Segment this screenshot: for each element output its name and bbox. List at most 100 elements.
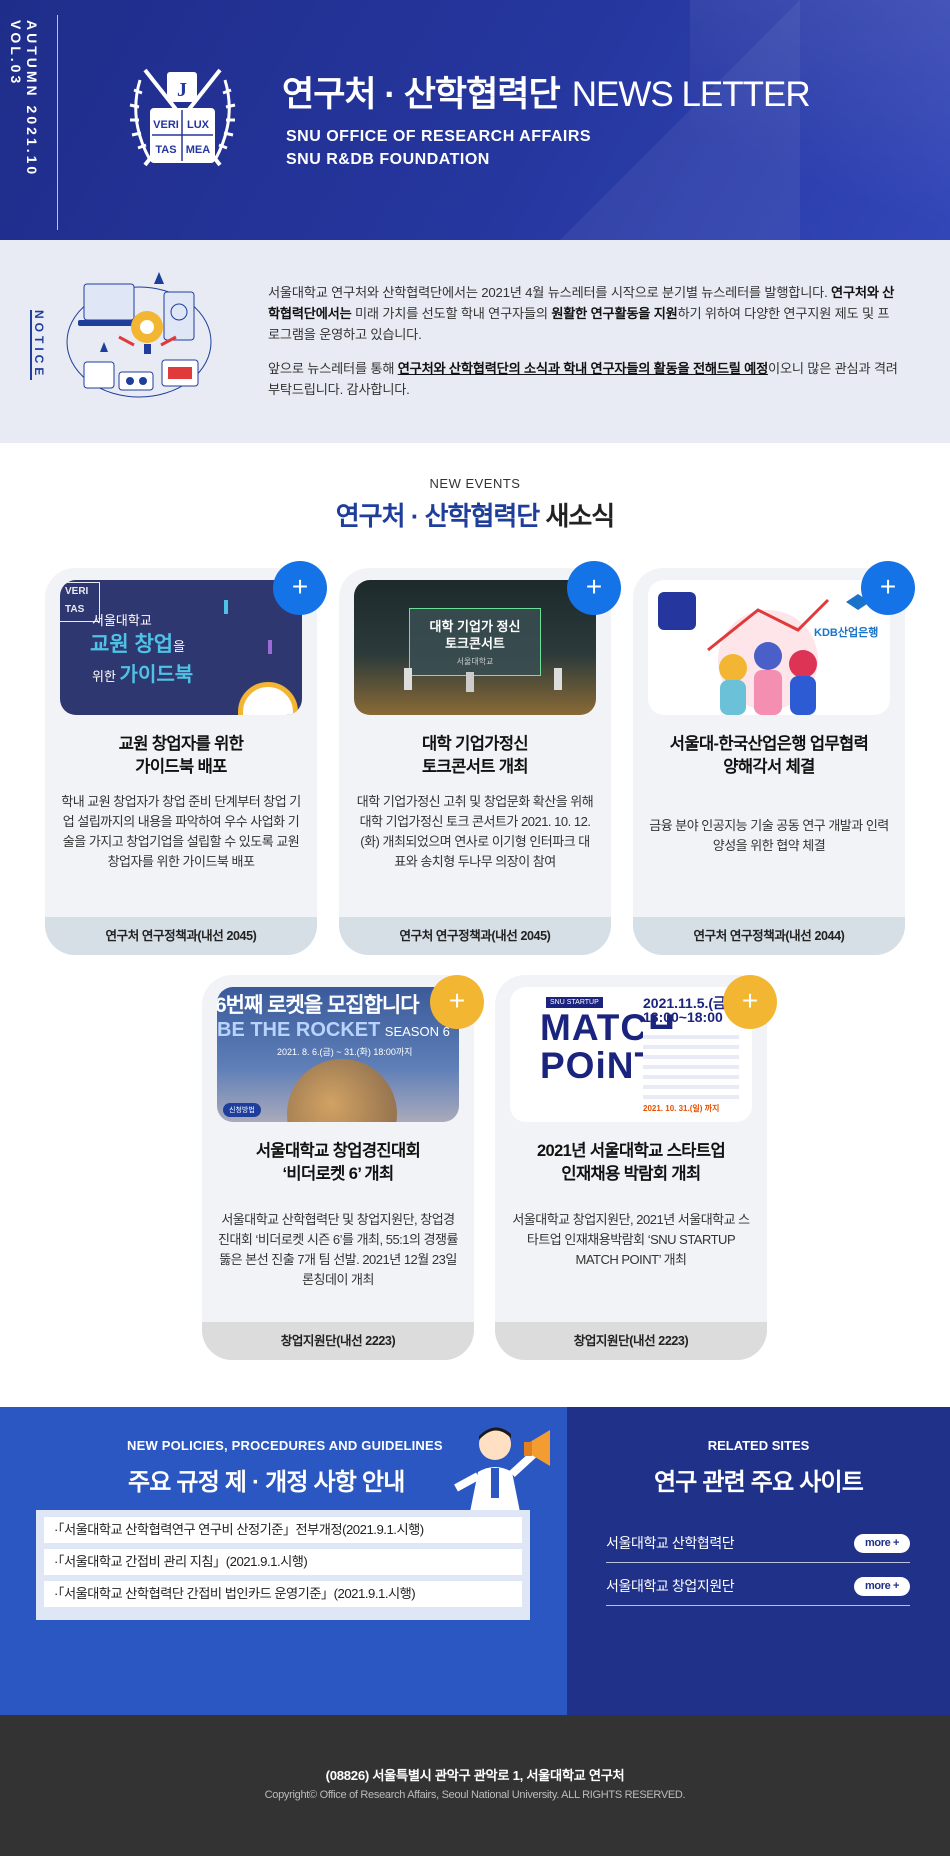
- notice-underline: 연구처와 산학협력단의 소식과 학내 연구자들의 활동을 전해드릴 예정: [397, 361, 769, 376]
- event-more-button[interactable]: +: [861, 561, 915, 615]
- notice-text-span: 이오니 많은 관심과 격려 부탁드립니다. 감사합니다.: [268, 361, 898, 397]
- speaker-figure: [404, 668, 412, 690]
- thumb-text: 서울대학교: [92, 613, 152, 628]
- speaker-figure: [466, 672, 474, 692]
- thumb-badge: 신청방법: [223, 1103, 261, 1117]
- event-thumbnail[interactable]: KDB산업은행: [648, 580, 890, 715]
- more-button[interactable]: more +: [854, 1534, 910, 1553]
- notice-label: NOTICE: [30, 310, 46, 380]
- notice-text-span: 서울대학교 연구처와 산학협력단에서는 2021년 4월 뉴스레터를 시작으로 …: [268, 285, 832, 300]
- policy-item[interactable]: ·「서울대학교 산학협력단 간접비 법인카드 운영기준」(2021.9.1.시행…: [44, 1581, 522, 1607]
- related-site-row[interactable]: 서울대학교 창업지원단 more +: [606, 1566, 910, 1606]
- notice-text-span: 앞으로 뉴스레터를 통해: [268, 361, 398, 376]
- policy-item[interactable]: ·「서울대학교 산학협력연구 연구비 산정기준」전부개정(2021.9.1.시행…: [44, 1517, 522, 1543]
- related-sites-section: [567, 1407, 950, 1715]
- megaphone-person-illustration: [450, 1422, 555, 1512]
- event-title: 서울대학교 창업경진대회‘비더로켓 6’ 개최: [212, 1140, 464, 1186]
- kdb-logo: KDB산업은행: [814, 627, 879, 639]
- more-button[interactable]: more +: [854, 1577, 910, 1596]
- related-site-label: 서울대학교 산학협력단: [606, 1535, 735, 1551]
- thumb-text: 6번째 로켓을 모집합니다: [217, 994, 420, 1017]
- event-title-line: 토크콘서트 개최: [421, 758, 529, 776]
- related-title: 연구 관련 주요 사이트: [653, 1469, 864, 1496]
- title-korean: 연구처 · 산학협력단: [282, 75, 561, 114]
- thumb-text: 위한: [92, 669, 120, 684]
- related-site-label: 서울대학교 창업지원단: [606, 1578, 735, 1594]
- thumb-text: 2021. 10. 31.(일) 까지: [643, 1104, 720, 1113]
- logo-word-tas: TAS: [155, 144, 176, 156]
- notice-paragraph-1: 서울대학교 연구처와 산학협력단에서는 2021년 4월 뉴스레터를 시작으로 …: [268, 282, 900, 345]
- notice-text-span: 미래 가치를 선도할 학내 연구자들의: [351, 306, 552, 321]
- thumb-text: BE THE ROCKET: [217, 1019, 381, 1041]
- event-contact: 연구처 연구정책과(내선 2044): [633, 917, 905, 955]
- thumb-text: 교원 창업: [90, 633, 174, 656]
- event-card-rocket[interactable]: 6번째 로켓을 모집합니다 BE THE ROCKET SEASON 6 202…: [202, 975, 474, 1360]
- events-title-suffix: 새소식: [539, 501, 615, 531]
- thumb-text: 토크콘서트: [445, 636, 505, 651]
- events-title: 연구처 · 산학협력단 새소식: [0, 496, 950, 533]
- notice-emphasis: 연구처와 산학협력단에서는: [268, 285, 895, 321]
- event-thumbnail[interactable]: 대학 기업가 정신 토크콘서트 서울대학교: [354, 580, 596, 715]
- related-site-row[interactable]: 서울대학교 산학협력단 more +: [606, 1523, 910, 1563]
- snu-logo[interactable]: J VERI TAS LUX MEA: [120, 60, 245, 180]
- thumb-text: 2021. 8. 6.(금) ~ 31.(화) 18:00까지: [277, 1047, 413, 1057]
- event-contact: 창업지원단(내선 2223): [495, 1322, 767, 1360]
- notice-emphasis: 원활한 연구활동을 지원: [551, 306, 678, 321]
- thumb-text: 대학 기업가 정신: [429, 619, 521, 634]
- event-more-button[interactable]: +: [430, 975, 484, 1029]
- event-more-button[interactable]: +: [723, 975, 777, 1029]
- thumb-text: SEASON 6: [384, 1024, 450, 1039]
- info-lines: [643, 1029, 739, 1101]
- events-eyebrow: NEW EVENTS: [429, 476, 521, 491]
- page-title: 연구처 · 산학협력단 NEWS LETTER: [282, 66, 811, 117]
- footer-address: (08826) 서울특별시 관악구 관악로 1, 서울대학교 연구처: [325, 1768, 625, 1783]
- event-title-line: 대학 기업가정신: [421, 735, 529, 753]
- event-description: 대학 기업가정신 고취 및 창업문화 확산을 위해 대학 기업가정신 토크 콘서…: [356, 794, 594, 869]
- related-eyebrow: RELATED SITES: [707, 1438, 810, 1453]
- events-title-main: 연구처 · 산학협력단: [335, 501, 540, 531]
- footer-copyright: Copyright© Office of Research Affairs, S…: [264, 1789, 686, 1801]
- thumb-text: SNU STARTUP: [546, 997, 603, 1008]
- event-title-line: 양해각서 체결: [723, 758, 815, 776]
- event-description: 학내 교원 창업자가 창업 준비 단계부터 창업 기업 설립까지의 내용을 파악…: [61, 794, 301, 869]
- thumb-heading: 교원 창업을: [90, 628, 185, 658]
- notice-text-span: 하기 위하여 다양한 연구지원 제도 및 프로그램을 운영하고 있습니다.: [268, 306, 890, 342]
- policy-item[interactable]: ·「서울대학교 간접비 관리 지침」(2021.9.1.시행): [44, 1549, 522, 1575]
- issue-label: AUTUMN 2021.10 VOL.03: [8, 20, 40, 178]
- thumb-text: POiNT: [540, 1045, 659, 1086]
- event-more-button[interactable]: +: [567, 561, 621, 615]
- event-thumbnail[interactable]: 6번째 로켓을 모집합니다 BE THE ROCKET SEASON 6 202…: [217, 987, 459, 1122]
- subtitle-foundation: SNU R&DB FOUNDATION: [286, 151, 490, 168]
- event-title-line: 가이드북 배포: [135, 758, 227, 776]
- event-more-button[interactable]: +: [273, 561, 327, 615]
- event-title-line: 2021년 서울대학교 스타트업: [536, 1142, 726, 1160]
- speaker-figure: [554, 668, 562, 690]
- moon-illustration: [287, 1059, 397, 1122]
- title-english: NEWS LETTER: [571, 75, 811, 114]
- notice-paragraph-2: 앞으로 뉴스레터를 통해 연구처와 산학협력단의 소식과 학내 연구자들의 활동…: [268, 358, 900, 400]
- logo-word-lux: LUX: [187, 119, 210, 131]
- notice-illustration: [64, 272, 214, 412]
- footer: [0, 1715, 950, 1856]
- policies-list: ·「서울대학교 산학협력연구 연구비 산정기준」전부개정(2021.9.1.시행…: [36, 1510, 530, 1620]
- event-title-line: 교원 창업자를 위한: [118, 735, 244, 753]
- policies-title: 주요 규정 제 · 개정 사항 안내: [128, 1469, 405, 1496]
- event-title-line: 인재채용 박람회 개최: [561, 1165, 701, 1183]
- thumb-heading: BE THE ROCKET SEASON 6: [217, 1019, 450, 1042]
- decoration-circle: [238, 682, 298, 715]
- subtitle-office: SNU OFFICE OF RESEARCH AFFAIRS: [286, 128, 592, 145]
- event-description: 서울대학교 산학협력단 및 창업지원단, 창업경진대회 ‘비더로켓 시즌 6’를…: [218, 1212, 458, 1287]
- thumb-text: 서울대학교: [456, 657, 494, 666]
- thumb-heading: 위한 가이드북: [92, 658, 193, 687]
- thumb-text: 을: [173, 639, 186, 654]
